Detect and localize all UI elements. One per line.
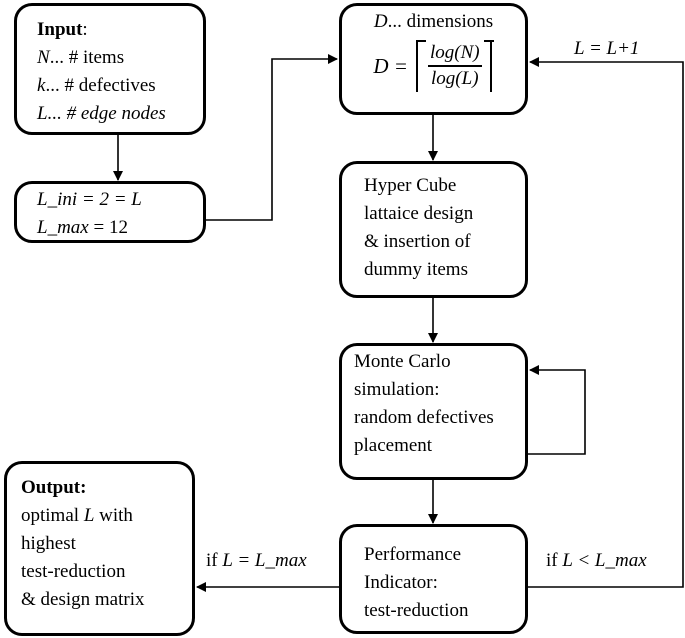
arrow-init-to-dimensions xyxy=(206,54,338,221)
label-increment: L = L+1 xyxy=(574,38,640,59)
input-box: Input: N... # items k... # defectives L.… xyxy=(14,3,206,135)
ceiling-brackets: log(N) log(L) xyxy=(415,40,494,92)
input-line-defectives: k... # defectives xyxy=(37,75,156,96)
log-fraction: log(N) log(L) xyxy=(420,41,490,91)
hypercube-box: Hyper Cube lattaice design & insertion o… xyxy=(339,161,528,298)
init-box: L_ini = 2 = L L_max = 12 xyxy=(14,181,206,243)
input-line-edge-nodes: L... # edge nodes xyxy=(37,103,166,124)
ceiling-right-bracket xyxy=(483,40,494,92)
monte-carlo-box: Monte Carlo simulation: random defective… xyxy=(339,343,528,480)
fraction-numerator: log(N) xyxy=(427,41,482,67)
init-line-lini: L_ini = 2 = L xyxy=(37,189,142,210)
input-title: Input xyxy=(37,19,83,40)
input-line-items: N... # items xyxy=(37,47,125,68)
label-if-less: if L < L_max xyxy=(546,550,647,571)
output-title: Output: xyxy=(21,477,87,498)
dimensions-box: D... dimensions D = log(N) log(L) xyxy=(339,3,528,115)
output-box: Output: optimal L with highest test-redu… xyxy=(4,461,195,636)
formula-lhs: D = xyxy=(373,54,408,78)
fraction-denominator: log(L) xyxy=(431,68,479,89)
ceiling-left-bracket xyxy=(415,40,426,92)
performance-indicator-box: Performance Indicator: test-reduction xyxy=(339,524,528,634)
arrow-montecarlo-loop xyxy=(528,365,586,455)
label-if-max: if L = L_max xyxy=(206,550,307,571)
dimensions-formula: D = log(N) log(L) xyxy=(373,40,494,92)
arrow-feedback-increment xyxy=(528,57,684,588)
init-line-lmax: L_max = 12 xyxy=(37,217,128,238)
output-line-optimal: optimal L with xyxy=(21,505,133,526)
dimensions-header: D... dimensions xyxy=(373,11,494,32)
